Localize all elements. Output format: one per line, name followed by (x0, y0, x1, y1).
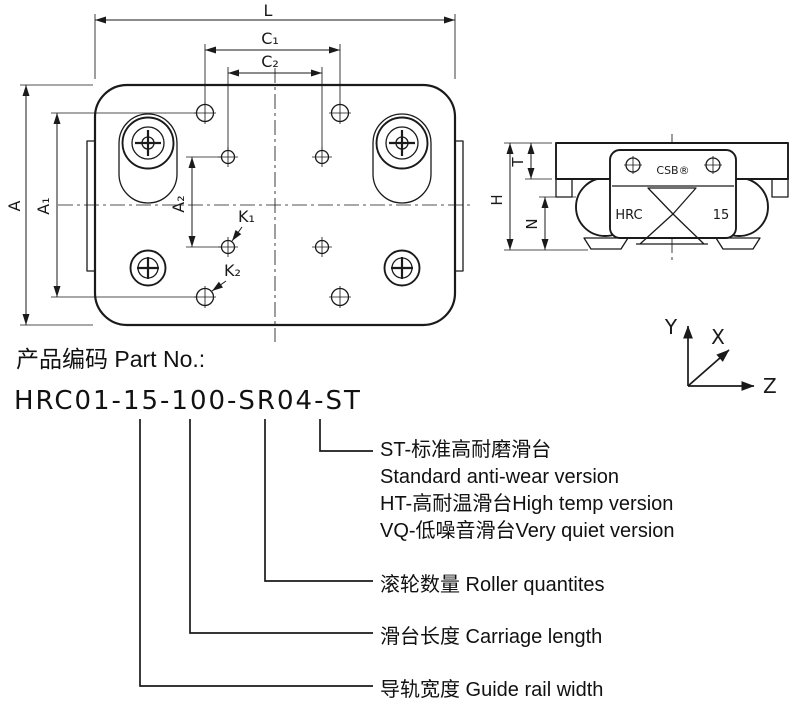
version-note: ST-标准高耐磨滑台 Standard anti-wear version HT… (380, 437, 675, 545)
dim-label-A: A (5, 200, 24, 211)
roller-top-left (118, 113, 178, 204)
callout-line-rail (139, 419, 373, 687)
version-note-line-2: Standard anti-wear version (380, 466, 620, 488)
side-steps (86, 140, 464, 272)
dim-L: L (94, 1, 456, 79)
dim-T: T (509, 143, 552, 180)
version-note-line-1: ST-标准高耐磨滑台 (380, 439, 552, 461)
dim-N: N (523, 196, 576, 250)
dim-label-K2: K₂ (224, 261, 241, 280)
dim-label-L: L (264, 1, 273, 20)
brand-label: CSB® (656, 164, 689, 177)
dim-K1: K₁ (231, 207, 255, 242)
version-note-line-4: VQ-低噪音滑台Very quiet version (380, 520, 675, 542)
part-no-code: HRC01-15-100-SR04-ST (14, 386, 362, 416)
carriage-length-label: 滑台长度 Carriage length (380, 626, 603, 648)
callout-line-rollers (264, 419, 373, 582)
dim-A: A (5, 84, 93, 326)
x-axis-arrow (687, 349, 730, 387)
dim-A2: A₂ (169, 156, 221, 248)
screw-left (624, 156, 642, 174)
dim-label-C1: C₁ (261, 29, 279, 48)
carriage-face-panel (609, 149, 737, 239)
screw-right (704, 156, 722, 174)
dim-C1: C₁ (204, 29, 341, 104)
carriage-body-outline (93, 83, 457, 327)
dim-A1: A₁ (34, 112, 196, 298)
callout-line-carriage (189, 419, 373, 634)
dim-label-N: N (523, 218, 541, 229)
callout-line-version (319, 419, 373, 452)
dim-K2: K₂ (211, 261, 241, 292)
dim-label-H: H (488, 194, 506, 205)
roller-feet (583, 237, 761, 250)
series-label: HRC (615, 208, 642, 223)
dim-label-A1: A₁ (34, 197, 53, 214)
mount-holes (194, 102, 351, 308)
z-axis-label: Z (763, 374, 777, 398)
roller-quantity-label: 滚轮数量 Roller quantites (380, 574, 605, 596)
part-no-callout-lines (139, 419, 373, 687)
dim-label-C2: C₂ (261, 52, 279, 71)
x-axis-label: X (711, 325, 725, 349)
top-view: L C₁ C₂ A A₁ A₂ K₁ (5, 1, 474, 342)
roller-top-right (372, 113, 432, 204)
rail-width-label: 导轨宽度 Guide rail width (380, 679, 604, 701)
dim-C2: C₂ (227, 52, 323, 150)
centerlines (58, 68, 474, 342)
roller-bottom-left (129, 249, 167, 287)
dim-label-A2: A₂ (169, 195, 188, 212)
coordinate-axes: Y X Z (664, 315, 777, 398)
rail-size-label: 15 (713, 208, 730, 223)
side-view: CSB® HRC 15 H T N (488, 134, 789, 262)
dim-label-T: T (509, 157, 527, 168)
rail-cross-section (636, 187, 708, 245)
dim-label-K1: K₁ (238, 207, 255, 226)
y-axis-label: Y (664, 315, 678, 339)
roller-bottom-right (383, 249, 421, 287)
version-note-line-3: HT-高耐温滑台High temp version (380, 493, 674, 515)
part-no-heading: 产品编码 Part No.: (16, 346, 206, 372)
